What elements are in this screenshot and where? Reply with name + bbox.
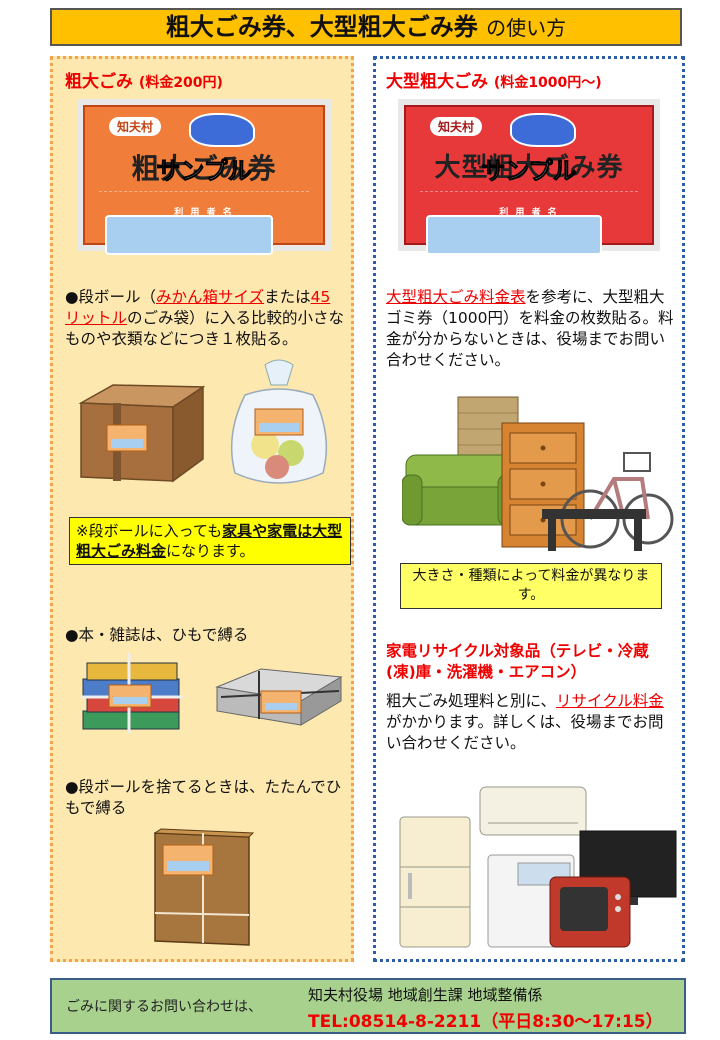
page-title: 粗大ごみ券、大型粗大ごみ券 の使い方 bbox=[50, 8, 682, 46]
recycle-text-2: がかかります。詳しくは、役場までお問い合わせください。 bbox=[386, 713, 664, 752]
recycle-text: 粗大ごみ処理料と別に、リサイクル料金がかかります。詳しくは、役場までお問い合わせ… bbox=[386, 691, 678, 754]
title-suffix: の使い方 bbox=[486, 16, 567, 40]
ticket-card: 知夫村 粗大ごみ券 サンプル 利 用 者 名 bbox=[83, 105, 325, 255]
large-ticket-image: 知夫村 大型粗大ごみ券 サンプル 利 用 者 名 bbox=[398, 99, 660, 255]
link-mikan-box[interactable]: みかん箱サイズ bbox=[156, 288, 265, 306]
item-cardboard-text: ●段ボール（みかん箱サイズまたは45リットルのごみ袋）に入る比較的小さなものや衣… bbox=[65, 287, 345, 350]
size-fee-note: 大きさ・種類によって料金が異なります。 bbox=[400, 563, 662, 609]
large-furniture-illustration bbox=[401, 393, 674, 559]
note-text-1: ※段ボールに入っても bbox=[76, 522, 223, 540]
large-desc-rest: を参考に、大型粗大ゴミ券（1000円）を料金の枚数貼る。料金が分からないときは、… bbox=[386, 288, 674, 369]
right-panel: 大型粗大ごみ (料金1000円～) 知夫村 大型粗大ごみ券 サンプル 利 用 者… bbox=[373, 56, 685, 962]
note-bold: 家具や家電は大型粗大ごみ料金 bbox=[76, 522, 343, 560]
large-ticket-village: 知夫村 bbox=[430, 117, 483, 136]
recycle-heading: 家電リサイクル対象品（テレビ・冷蔵(凍)庫・洗濯機・エアコン） bbox=[386, 642, 649, 681]
footer-tel[interactable]: TEL:08514-8-2211（平日8:30～17:15） bbox=[308, 1012, 663, 1032]
large-desc-text: 大型粗大ごみ料金表を参考に、大型粗大ゴミ券（1000円）を料金の枚数貼る。料金が… bbox=[386, 287, 678, 371]
item-fold-box-text: ●段ボールを捨てるときは、たたんでひもで縛る bbox=[65, 778, 342, 817]
link-recycle-fee[interactable]: リサイクル料金 bbox=[556, 692, 664, 710]
left-panel: 粗大ごみ (料金200円) 知夫村 粗大ごみ券 サンプル 利 用 者 名 ●段ボ… bbox=[50, 56, 354, 962]
ticket-village: 知夫村 bbox=[109, 117, 162, 136]
text-rest: のごみ袋）に入る比較的小さなものや衣類などにつき１枚貼る。 bbox=[65, 309, 345, 348]
right-price: (料金1000円～) bbox=[493, 75, 602, 91]
left-heading: 粗大ごみ (料金200円) bbox=[65, 67, 223, 92]
right-heading: 大型粗大ごみ (料金1000円～) bbox=[386, 67, 602, 92]
large-mascot-icon bbox=[510, 113, 576, 147]
cardboard-box-illustration bbox=[77, 381, 206, 483]
book-bundle-illustration bbox=[79, 649, 187, 735]
folded-cardboard-illustration bbox=[149, 827, 255, 949]
ticket-title: 粗大ごみ券 bbox=[131, 152, 277, 185]
right-heading-text: 大型粗大ごみ bbox=[386, 72, 488, 92]
bullet-text: ●段ボール（ bbox=[65, 288, 157, 306]
footer-label: ごみに関するお問い合わせは、 bbox=[66, 999, 262, 1015]
large-ticket-title: 大型粗大ごみ券 bbox=[434, 153, 624, 183]
left-heading-text: 粗大ごみ bbox=[65, 72, 133, 92]
appliances-illustration bbox=[398, 779, 678, 955]
footer-org: 知夫村役場 地域創生課 地域整備係 bbox=[308, 986, 543, 1004]
contact-footer: ごみに関するお問い合わせは、 知夫村役場 地域創生課 地域整備係 TEL:085… bbox=[50, 978, 686, 1034]
note-text-2: になります。 bbox=[166, 542, 255, 560]
ticket-fine-print bbox=[99, 191, 309, 196]
large-ticket-sample-overlay: サンプル bbox=[481, 157, 577, 186]
large-ticket-card: 知夫村 大型粗大ごみ券 サンプル 利 用 者 名 bbox=[404, 105, 654, 255]
link-45-liter[interactable]: 45リットル bbox=[65, 288, 331, 327]
ticket-name-field bbox=[105, 215, 273, 255]
trash-bag-illustration bbox=[215, 355, 343, 495]
link-fee-table[interactable]: 大型粗大ごみ料金表 bbox=[386, 288, 526, 306]
ticket-image: 知夫村 粗大ごみ券 サンプル 利 用 者 名 bbox=[77, 99, 331, 255]
furniture-note: ※段ボールに入っても家具や家電は大型粗大ごみ料金になります。 bbox=[69, 517, 351, 565]
title-main: 粗大ごみ券、大型粗大ごみ券 bbox=[165, 13, 478, 41]
large-ticket-fine-print bbox=[420, 191, 638, 196]
large-ticket-name-label: 利 用 者 名 bbox=[499, 208, 559, 218]
ticket-name-label: 利 用 者 名 bbox=[174, 208, 234, 218]
mascot-icon bbox=[189, 113, 255, 147]
ticket-sample-overlay: サンプル bbox=[156, 157, 252, 186]
recycle-text-1: 粗大ごみ処理料と別に、 bbox=[386, 692, 557, 710]
large-ticket-name-field bbox=[426, 215, 602, 255]
text-or: または bbox=[264, 288, 311, 306]
left-price: (料金200円) bbox=[138, 75, 223, 91]
item-books-text: ●本・雑誌は、ひもで縛る bbox=[65, 626, 249, 644]
newspaper-bundle-illustration bbox=[211, 657, 347, 731]
